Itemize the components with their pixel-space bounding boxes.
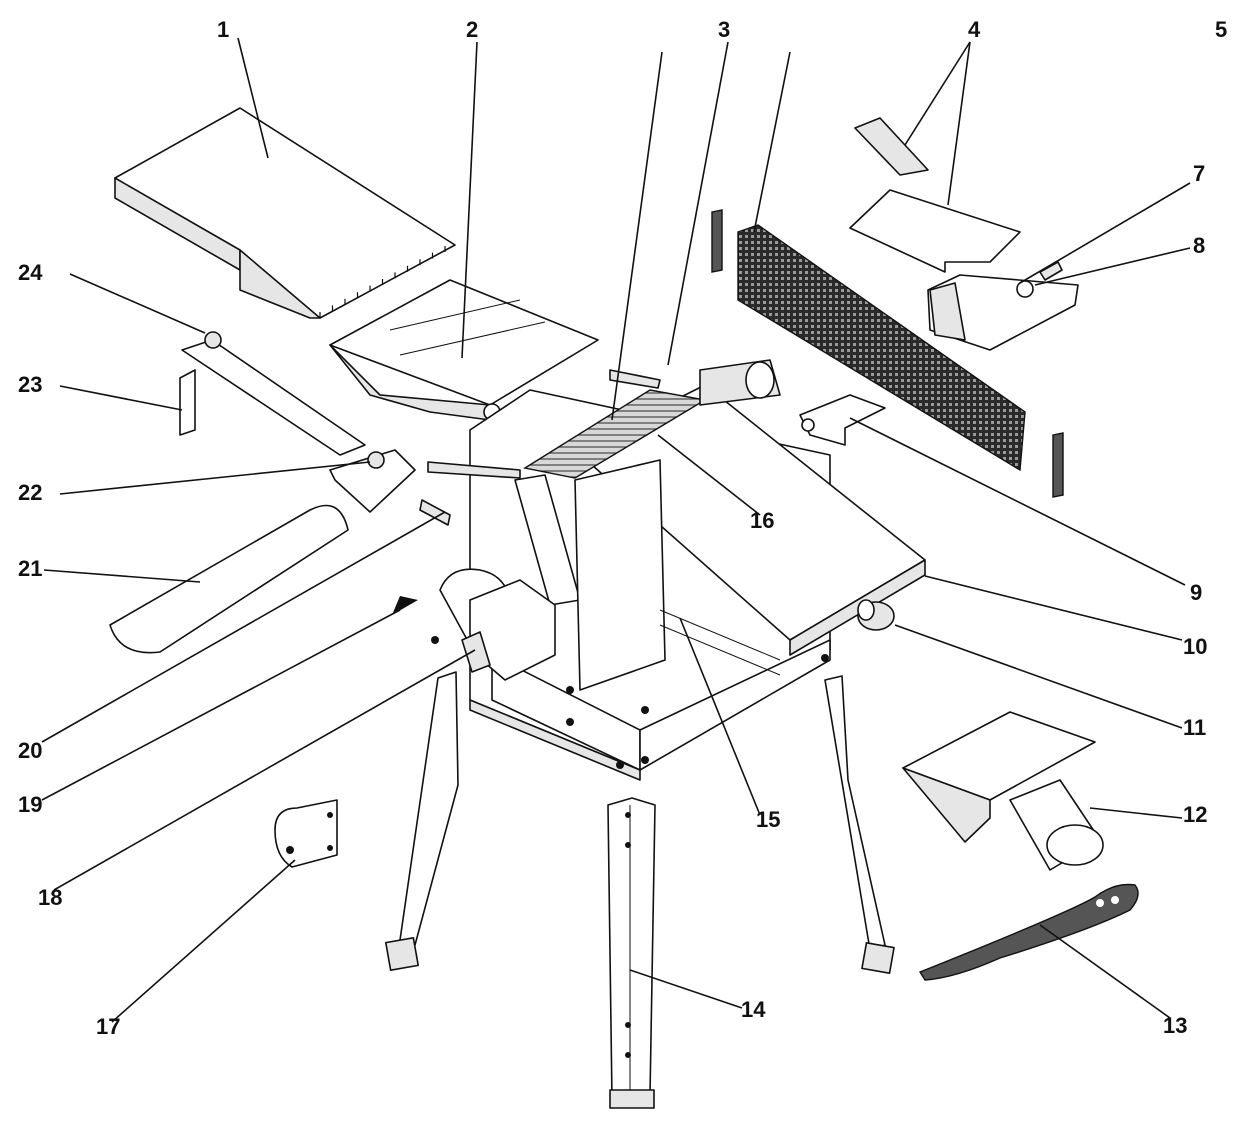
part-leg-left: [384, 671, 459, 972]
part-top-cover: [114, 107, 456, 319]
part-fence-cover: [109, 504, 349, 654]
callout-19: 19: [18, 792, 42, 817]
part-fence-bracket: [799, 394, 886, 446]
callout-1: 1: [217, 17, 229, 42]
callout-8: 8: [1193, 233, 1205, 258]
callout-9: 9: [1190, 580, 1202, 605]
callout-24: 24: [18, 260, 43, 285]
callout-5: 5: [1215, 17, 1227, 42]
part-leg-right: [824, 675, 895, 975]
callout-18: 18: [38, 885, 62, 910]
callout-labels: 1 2 3 4 5 7 8 9 10 11 12 13 14 15 16 17 …: [18, 17, 1227, 1039]
callout-3: 3: [718, 17, 730, 42]
machine-body: [427, 359, 926, 781]
callout-11: 11: [1183, 715, 1206, 740]
callout-21: 21: [18, 556, 42, 581]
part-knob: [857, 599, 895, 631]
part-small-bracket: [274, 799, 338, 868]
part-wrench: [918, 883, 1139, 981]
callout-13: 13: [1163, 1013, 1187, 1038]
callout-16: 16: [750, 508, 774, 533]
part-mesh-fence: [711, 209, 1064, 498]
callout-23: 23: [18, 372, 42, 397]
callout-2: 2: [466, 17, 478, 42]
part-fence-rail: [179, 331, 451, 526]
callout-12: 12: [1183, 802, 1207, 827]
callout-14: 14: [741, 997, 766, 1022]
leader-lines: [41, 37, 1191, 1023]
part-extraction-hood: [902, 711, 1104, 871]
callout-22: 22: [18, 480, 42, 505]
part-small-plates: [849, 117, 1021, 273]
callout-7: 7: [1193, 161, 1205, 186]
part-leg-center: [607, 797, 656, 1109]
callout-4: 4: [968, 17, 981, 42]
part-guard-assembly: [927, 261, 1079, 351]
callout-15: 15: [756, 807, 780, 832]
callout-20: 20: [18, 738, 42, 763]
callout-17: 17: [96, 1014, 120, 1039]
callout-10: 10: [1183, 634, 1207, 659]
